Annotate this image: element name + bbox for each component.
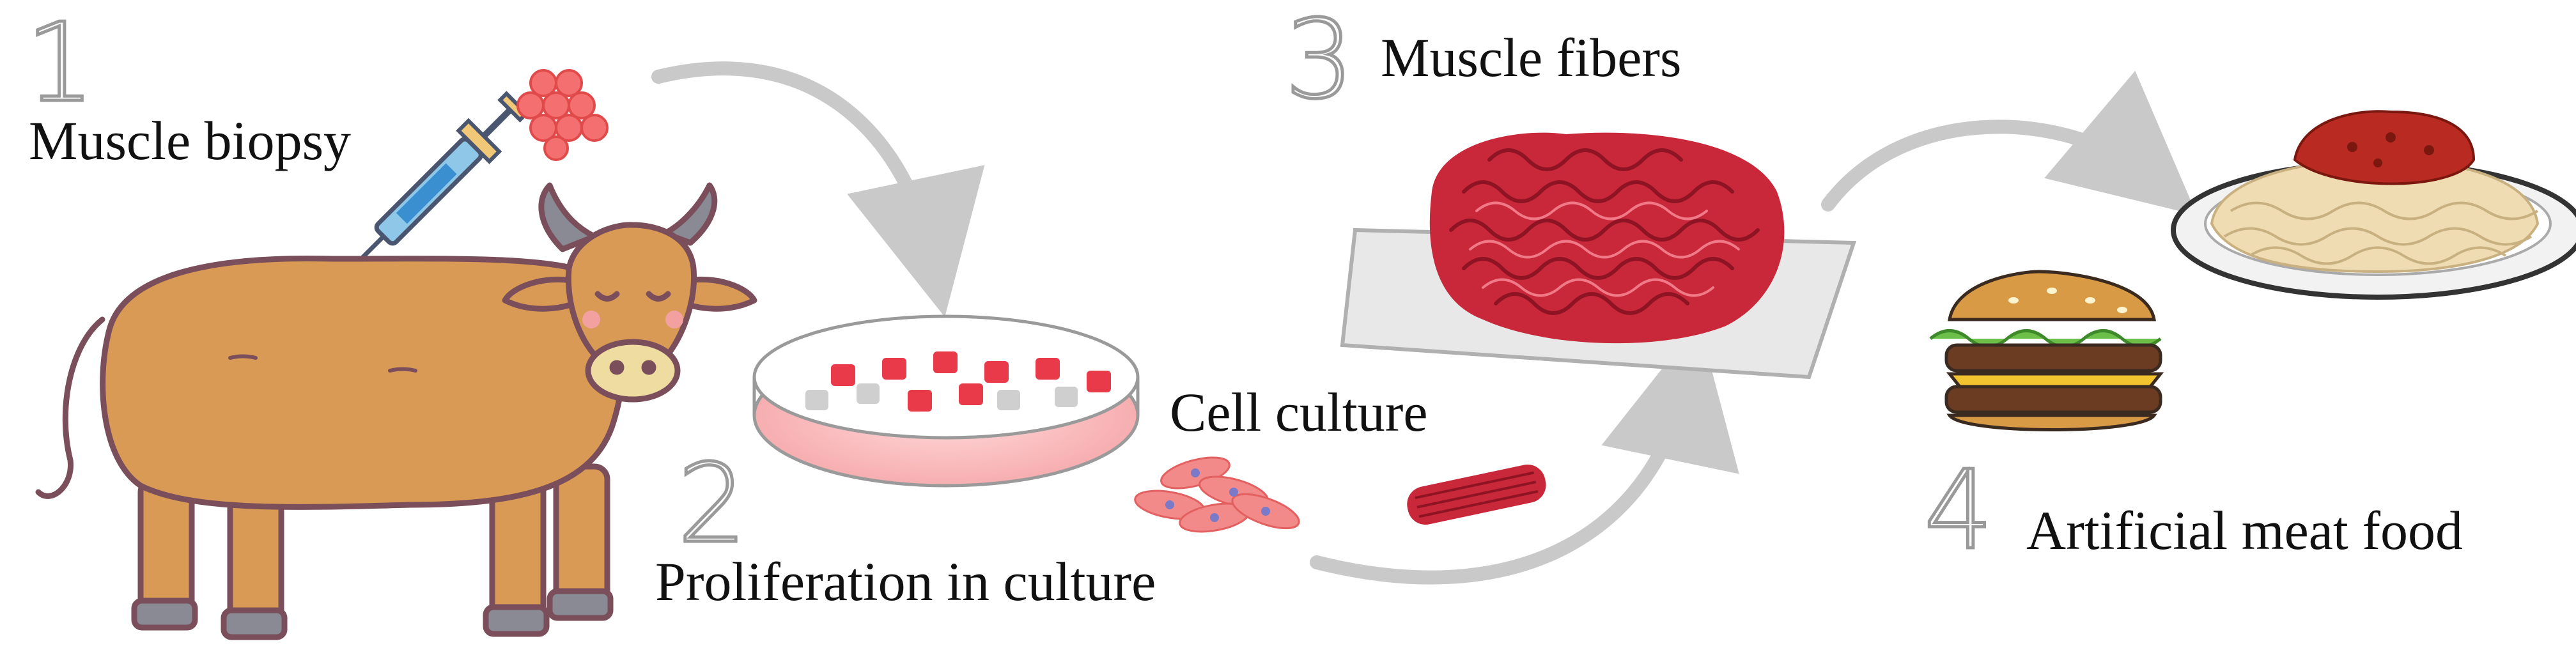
step-2-number: 2 [676, 440, 748, 569]
cells-icon [1134, 456, 1300, 533]
cell-cluster-icon [516, 69, 609, 161]
step-4-label: Artificial meat food [2026, 500, 2463, 561]
step-1-label: Muscle biopsy [29, 110, 352, 171]
arrow-icon [1821, 70, 2198, 215]
syringe-icon [341, 91, 529, 279]
cow-icon [35, 182, 757, 640]
minced-meat-tray-icon [1340, 132, 1857, 380]
step-2-label: Proliferation in culture [655, 551, 1156, 612]
burger-icon [1929, 270, 2164, 431]
muscle-fiber-icon [1407, 464, 1546, 525]
spaghetti-plate-icon [2171, 110, 2576, 300]
petri-dish-icon [752, 314, 1140, 488]
step-3-label: Muscle fibers [1381, 27, 1682, 88]
step-3-number: 3 [1283, 0, 1355, 125]
step-1-number: 1 [24, 0, 96, 128]
cell-culture-label: Cell culture [1170, 382, 1428, 443]
arrow-icon [651, 61, 985, 318]
arrow-icon [1310, 321, 1739, 585]
step-4-number: 4 [1922, 446, 1994, 576]
